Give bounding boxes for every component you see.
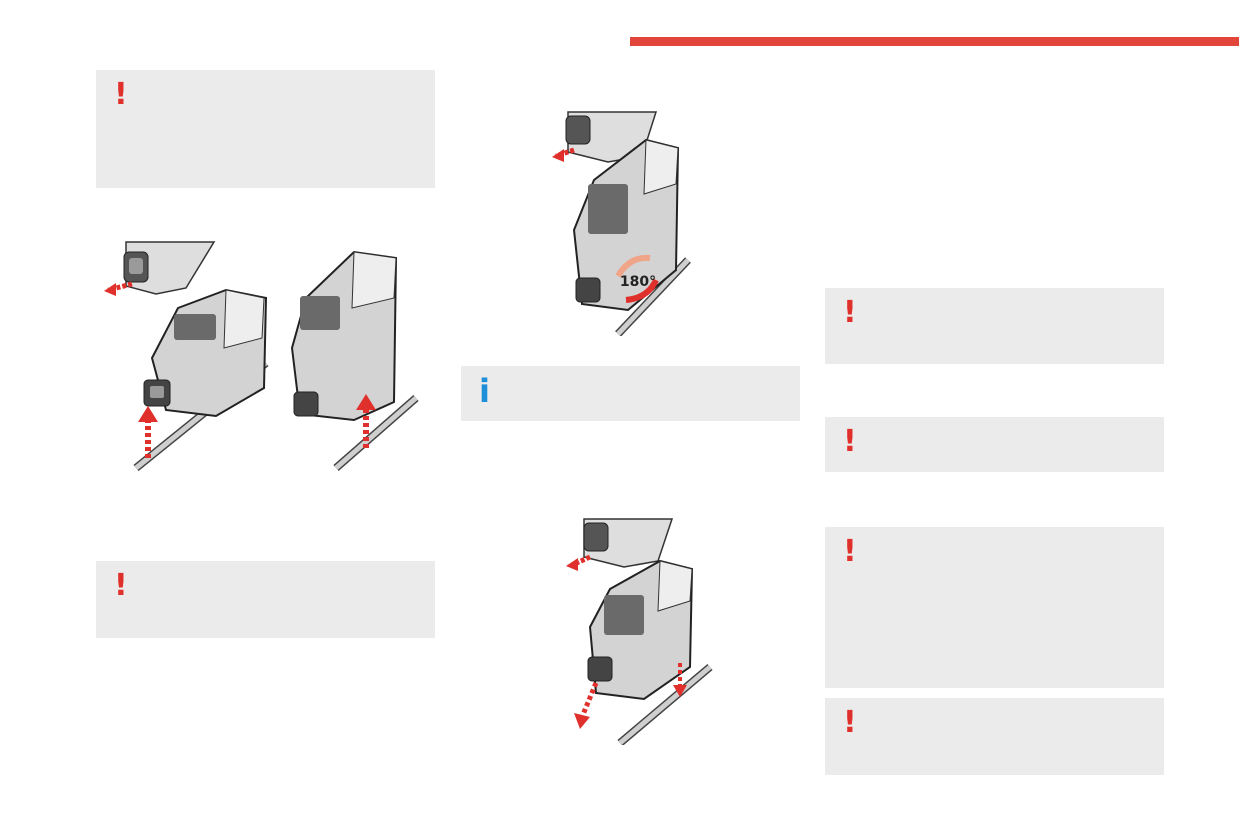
warning-icon: ! [843, 534, 857, 569]
warning-note-1: ! [96, 70, 435, 188]
warning-note-4: ! [825, 417, 1164, 472]
illustration-rotate-module: 180° [552, 111, 691, 336]
illustration-remove-modules [104, 241, 419, 472]
warning-icon: ! [114, 77, 128, 112]
warning-note-3: ! [825, 288, 1164, 364]
warning-note-5: ! [825, 527, 1164, 688]
warning-icon: ! [114, 568, 128, 603]
warning-icon: ! [843, 424, 857, 459]
header-accent-bar [630, 37, 1239, 46]
warning-icon: ! [843, 295, 857, 330]
warning-note-6: ! [825, 698, 1164, 775]
warning-icon: ! [843, 705, 857, 740]
warning-note-2: ! [96, 561, 435, 638]
illustration-install-module [566, 518, 713, 745]
rotation-label: 180° [620, 274, 656, 290]
info-note: i [461, 366, 800, 421]
info-icon: i [479, 372, 490, 410]
